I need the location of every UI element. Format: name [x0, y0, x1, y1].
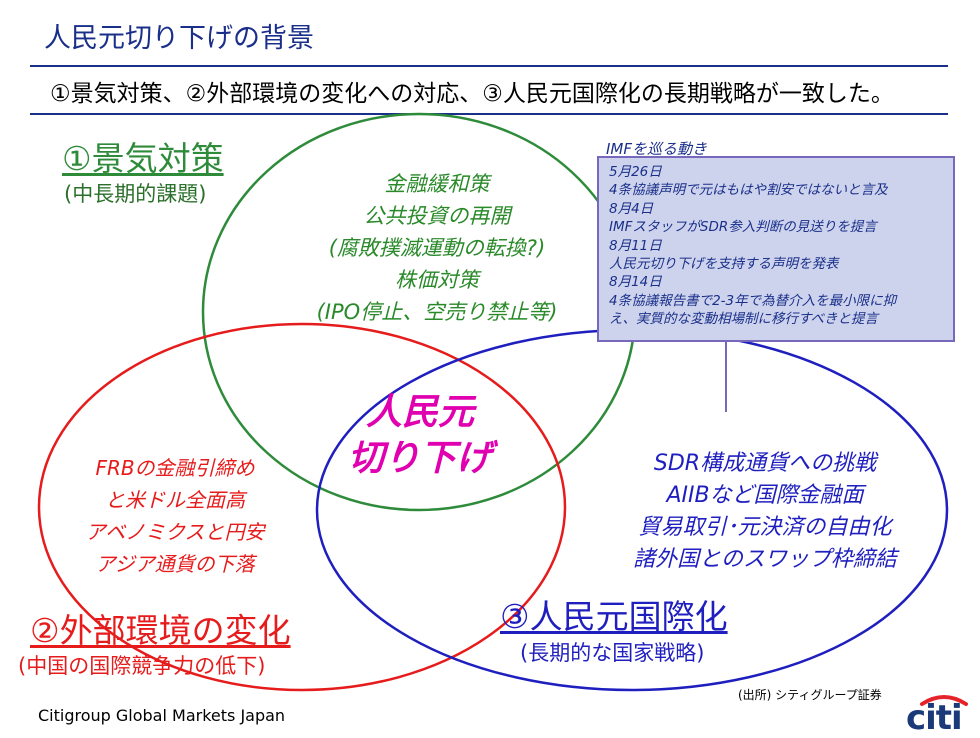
imf-events-box: 5月26日 4条協議声明で元はもはや割安ではないと言及 8月4日 IMFスタッフ… [597, 156, 955, 342]
imf-event-date: 5月26日 [609, 164, 662, 180]
list-item: 金融緩和策 [384, 172, 490, 196]
subheading-economic-stimulus: (中長期的課題) [64, 182, 207, 206]
economic-stimulus-list: 金融緩和策 公共投資の再開 (腐敗撲滅運動の転換?) 株価対策 (IPO停止、空… [292, 168, 582, 328]
citi-logo: citi [906, 694, 972, 738]
imf-event-text: 人民元切り下げを支持する声明を発表 [609, 256, 839, 273]
circle-external-environment [37, 322, 567, 692]
imf-event-text: 4条協議報告書で2-3年で為替介入を最小限に抑 [609, 292, 897, 309]
imf-event-date: 8月11日 [609, 237, 662, 254]
rmb-internationalization-list: SDR構成通貨への挑戦 AIIBなど国際金融面 貿易取引･元決済の自由化 諸外国… [600, 448, 930, 576]
slide-title: 人民元切り下げの背景 [44, 23, 314, 54]
list-item: と米ドル全面高 [105, 488, 245, 512]
list-item: 株価対策 [395, 268, 479, 292]
subtitle-divider [30, 113, 948, 115]
imf-caption: IMFを巡る動き [606, 140, 707, 158]
imf-event-text: IMFスタッフがSDR参入判断の見送りを提言 [609, 219, 877, 236]
center-label-line: 切り下げ [347, 438, 492, 479]
heading-economic-stimulus: ①景気対策 [62, 139, 224, 178]
external-environment-list: FRBの金融引締め と米ドル全面高 アベノミクスと円安 アジア通貨の下落 [50, 452, 300, 580]
citi-logo-arc-icon [920, 695, 968, 706]
list-item: AIIBなど国際金融面 [666, 483, 864, 508]
imf-event-date: 8月14日 [609, 274, 662, 291]
subheading-external-environment: (中国の国際競争力の低下) [18, 654, 266, 678]
list-item: 貿易取引･元決済の自由化 [638, 515, 892, 540]
subheading-rmb-internationalization: (長期的な国家戦略) [520, 641, 705, 665]
heading-external-environment: ②外部環境の変化 [30, 611, 291, 650]
list-item: アベノミクスと円安 [85, 520, 265, 544]
footer-company: Citigroup Global Markets Japan [38, 706, 286, 725]
citi-logo-text: citi [906, 698, 963, 738]
list-item: アジア通貨の下落 [95, 552, 255, 576]
title-divider [30, 65, 948, 67]
list-item: 諸外国とのスワップ枠締結 [633, 547, 897, 572]
list-item: (IPO停止、空売り禁止等) [316, 300, 558, 324]
list-item: 公共投資の再開 [363, 204, 511, 228]
slide-subtitle: ①景気対策、②外部環境の変化への対応、③人民元国際化の長期戦略が一致した。 [50, 81, 894, 107]
center-label: 人民元 切り下げ [320, 390, 520, 482]
list-item: (腐敗撲滅運動の転換?) [328, 236, 546, 260]
imf-event-text: 4条協議声明で元はもはや割安ではないと言及 [609, 182, 888, 199]
list-item: SDR構成通貨への挑戦 [653, 451, 877, 476]
center-label-line: 人民元 [365, 392, 474, 433]
list-item: FRBの金融引締め [95, 456, 255, 480]
imf-event-text: え、実質的な変動相場制に移行すべきと提言 [609, 311, 879, 328]
heading-rmb-internationalization: ③人民元国際化 [500, 597, 728, 636]
imf-event-date: 8月4日 [609, 200, 654, 217]
source-note: (出所) シティグループ証券 [738, 688, 882, 702]
